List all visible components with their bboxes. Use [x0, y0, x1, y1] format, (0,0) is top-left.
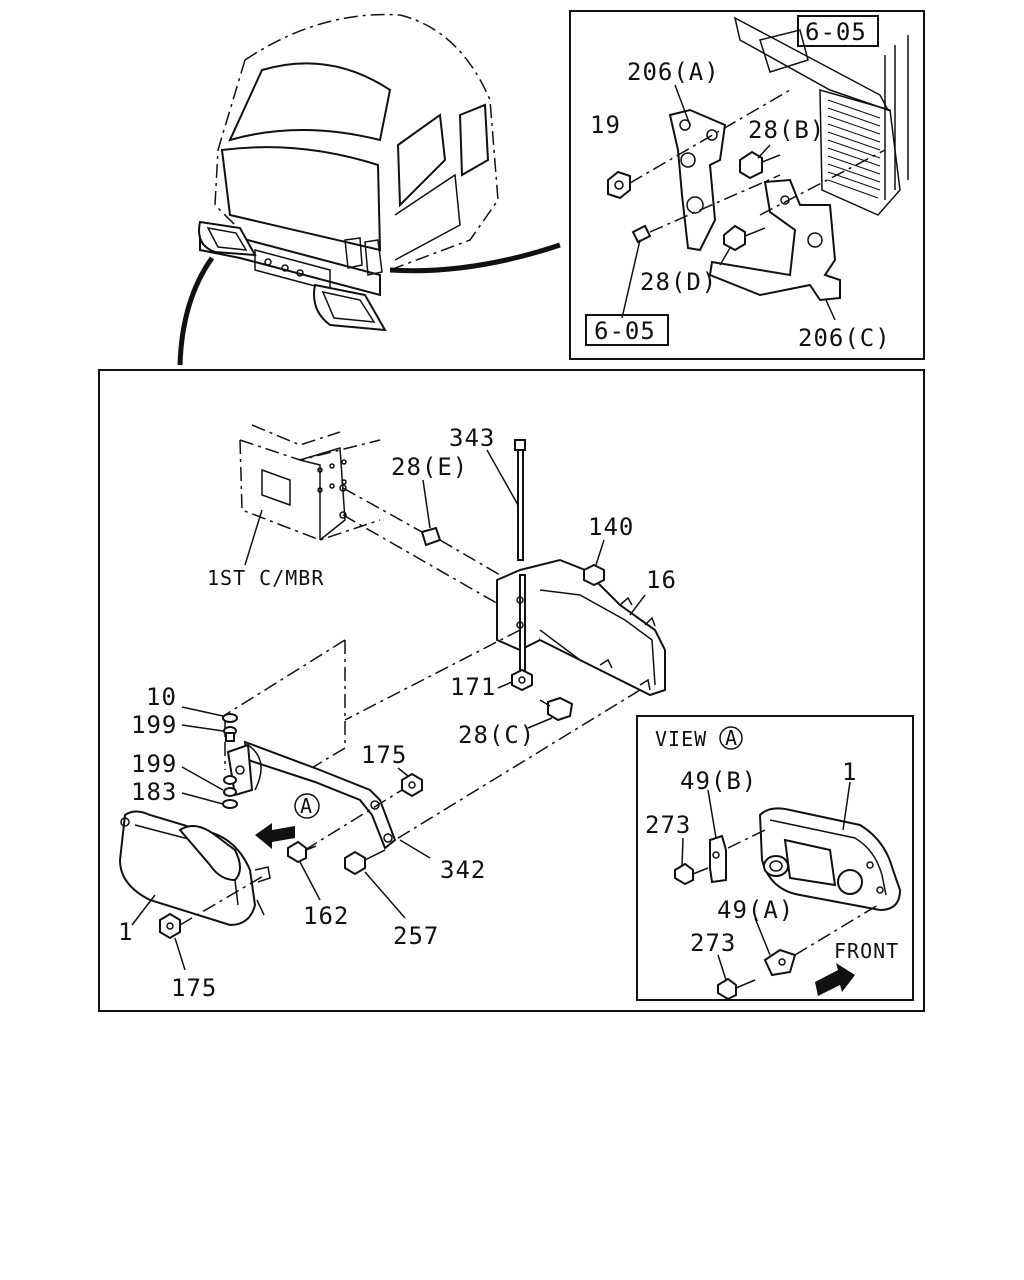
view-a-inset: VIEW A [636, 715, 914, 1001]
long-bolt-343 [514, 439, 526, 561]
view-a-marker-label: A [300, 794, 313, 818]
label-162: 162 [303, 902, 349, 930]
view-a-label-49a: 49(A) [717, 896, 794, 924]
front-arrow-icon [815, 963, 855, 996]
bolt-28c [547, 696, 574, 722]
label-206c: 206(C) [798, 324, 891, 352]
label-175-upper: 175 [361, 741, 407, 769]
stud [631, 224, 652, 244]
label-183: 183 [131, 778, 177, 806]
view-a-label-49b: 49(B) [680, 767, 757, 795]
view-a-title-ref: A [725, 726, 738, 750]
view-a-frame [636, 715, 914, 1001]
view-a-label-front: FRONT [834, 939, 899, 963]
ref-box-bottom [585, 314, 669, 346]
stud-28e [420, 526, 442, 547]
nut-171 [511, 668, 533, 692]
label-257: 257 [393, 922, 439, 950]
grille-hatch [827, 99, 881, 199]
nut-19 [607, 170, 631, 200]
label-206a: 206(A) [627, 58, 720, 86]
bolt-28b [739, 150, 763, 180]
label-199-a: 199 [131, 711, 177, 739]
label-28d: 28(D) [640, 268, 717, 296]
view-a-lamp [758, 807, 902, 912]
label-1: 1 [118, 918, 133, 946]
inset-frame [569, 10, 925, 360]
bolt-257 [344, 850, 366, 876]
main-frame [98, 369, 925, 1012]
bolt-28d [723, 224, 746, 252]
bolt-273-lower [717, 977, 737, 1001]
view-a-label-273-upper: 273 [645, 811, 691, 839]
view-a-marker [294, 793, 320, 819]
ref-top-label: 6-05 [805, 18, 867, 46]
view-a-title-marker [719, 726, 743, 750]
ref-bottom-label: 6-05 [594, 317, 656, 345]
label-28c: 28(C) [458, 721, 535, 749]
label-343: 343 [449, 424, 495, 452]
main-assembly-diagram: A 343 28(E) 140 16 1ST C/MB [98, 369, 925, 1012]
label-19: 19 [590, 111, 621, 139]
view-a-label-273-lower: 273 [690, 929, 736, 957]
bolt-162 [287, 840, 307, 864]
bracket-16 [496, 558, 666, 697]
view-a-title: VIEW [655, 727, 707, 751]
cab-bracket-inset: 6-05 206(A) 19 28(B) 28( [569, 10, 925, 360]
bracket-206a [668, 108, 727, 252]
nut-175-upper [401, 772, 423, 798]
label-140: 140 [588, 513, 634, 541]
label-199-b: 199 [131, 750, 177, 778]
truck-cab-overview [177, 13, 561, 366]
label-342: 342 [440, 856, 486, 884]
ref-box-top [797, 15, 879, 47]
label-16: 16 [646, 566, 677, 594]
bolt-273-upper [674, 862, 694, 886]
label-28b: 28(B) [748, 116, 825, 144]
nut-175-lower [159, 912, 181, 940]
view-a-label-1: 1 [842, 758, 857, 786]
fog-lamp-1 [118, 810, 271, 927]
first-crossmember [239, 424, 381, 541]
label-1st-cmbr: 1ST C/MBR [207, 566, 324, 590]
label-28e: 28(E) [391, 453, 468, 481]
bracket-206c [708, 178, 841, 302]
label-10: 10 [146, 683, 177, 711]
bracket-49a [763, 948, 797, 977]
label-171: 171 [450, 673, 496, 701]
bracket-49b [709, 834, 727, 884]
label-175-lower: 175 [171, 974, 217, 1002]
nut-140 [583, 563, 605, 587]
view-arrow-icon [255, 823, 295, 849]
